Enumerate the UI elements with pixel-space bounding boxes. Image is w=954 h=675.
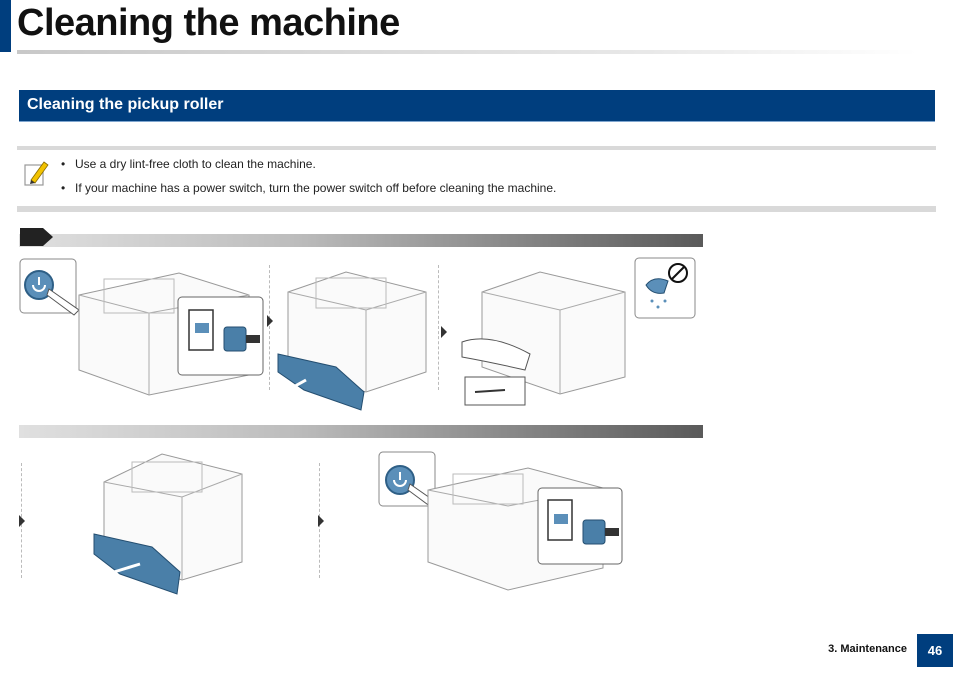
arrow-tag-icon: [20, 228, 53, 246]
note-item: If your machine has a power switch, turn…: [61, 181, 556, 195]
left-accent-bar: [0, 0, 11, 52]
power-cord-icon: [582, 519, 619, 545]
page-number: 46: [917, 634, 953, 667]
divider: [269, 265, 270, 390]
divider: [438, 265, 439, 390]
step-arrow: [267, 315, 273, 327]
printer-unplug-illustration: [19, 258, 264, 396]
printer-plugin-illustration: [378, 451, 623, 591]
power-cord-icon: [223, 326, 260, 352]
step-bar-2: [19, 425, 703, 438]
step-bar-1: [19, 234, 703, 247]
note-box: Use a dry lint-free cloth to clean the m…: [17, 146, 936, 212]
note-pencil-icon: [24, 161, 49, 186]
printer-tray-out-illustration: [277, 271, 427, 411]
step-arrow: [318, 515, 324, 527]
section-header: Cleaning the pickup roller: [19, 90, 935, 122]
step-arrow: [441, 326, 447, 338]
printer-tray-in-illustration: [93, 453, 243, 595]
page-title: Cleaning the machine: [17, 2, 400, 44]
no-water-icon: [634, 257, 696, 319]
printer-clean-roller-illustration: [461, 271, 626, 406]
note-item: Use a dry lint-free cloth to clean the m…: [61, 157, 556, 171]
title-rule: [17, 50, 917, 54]
footer-chapter: 3. Maintenance: [828, 643, 907, 655]
note-list: Use a dry lint-free cloth to clean the m…: [61, 157, 556, 205]
step-arrow: [19, 515, 25, 527]
